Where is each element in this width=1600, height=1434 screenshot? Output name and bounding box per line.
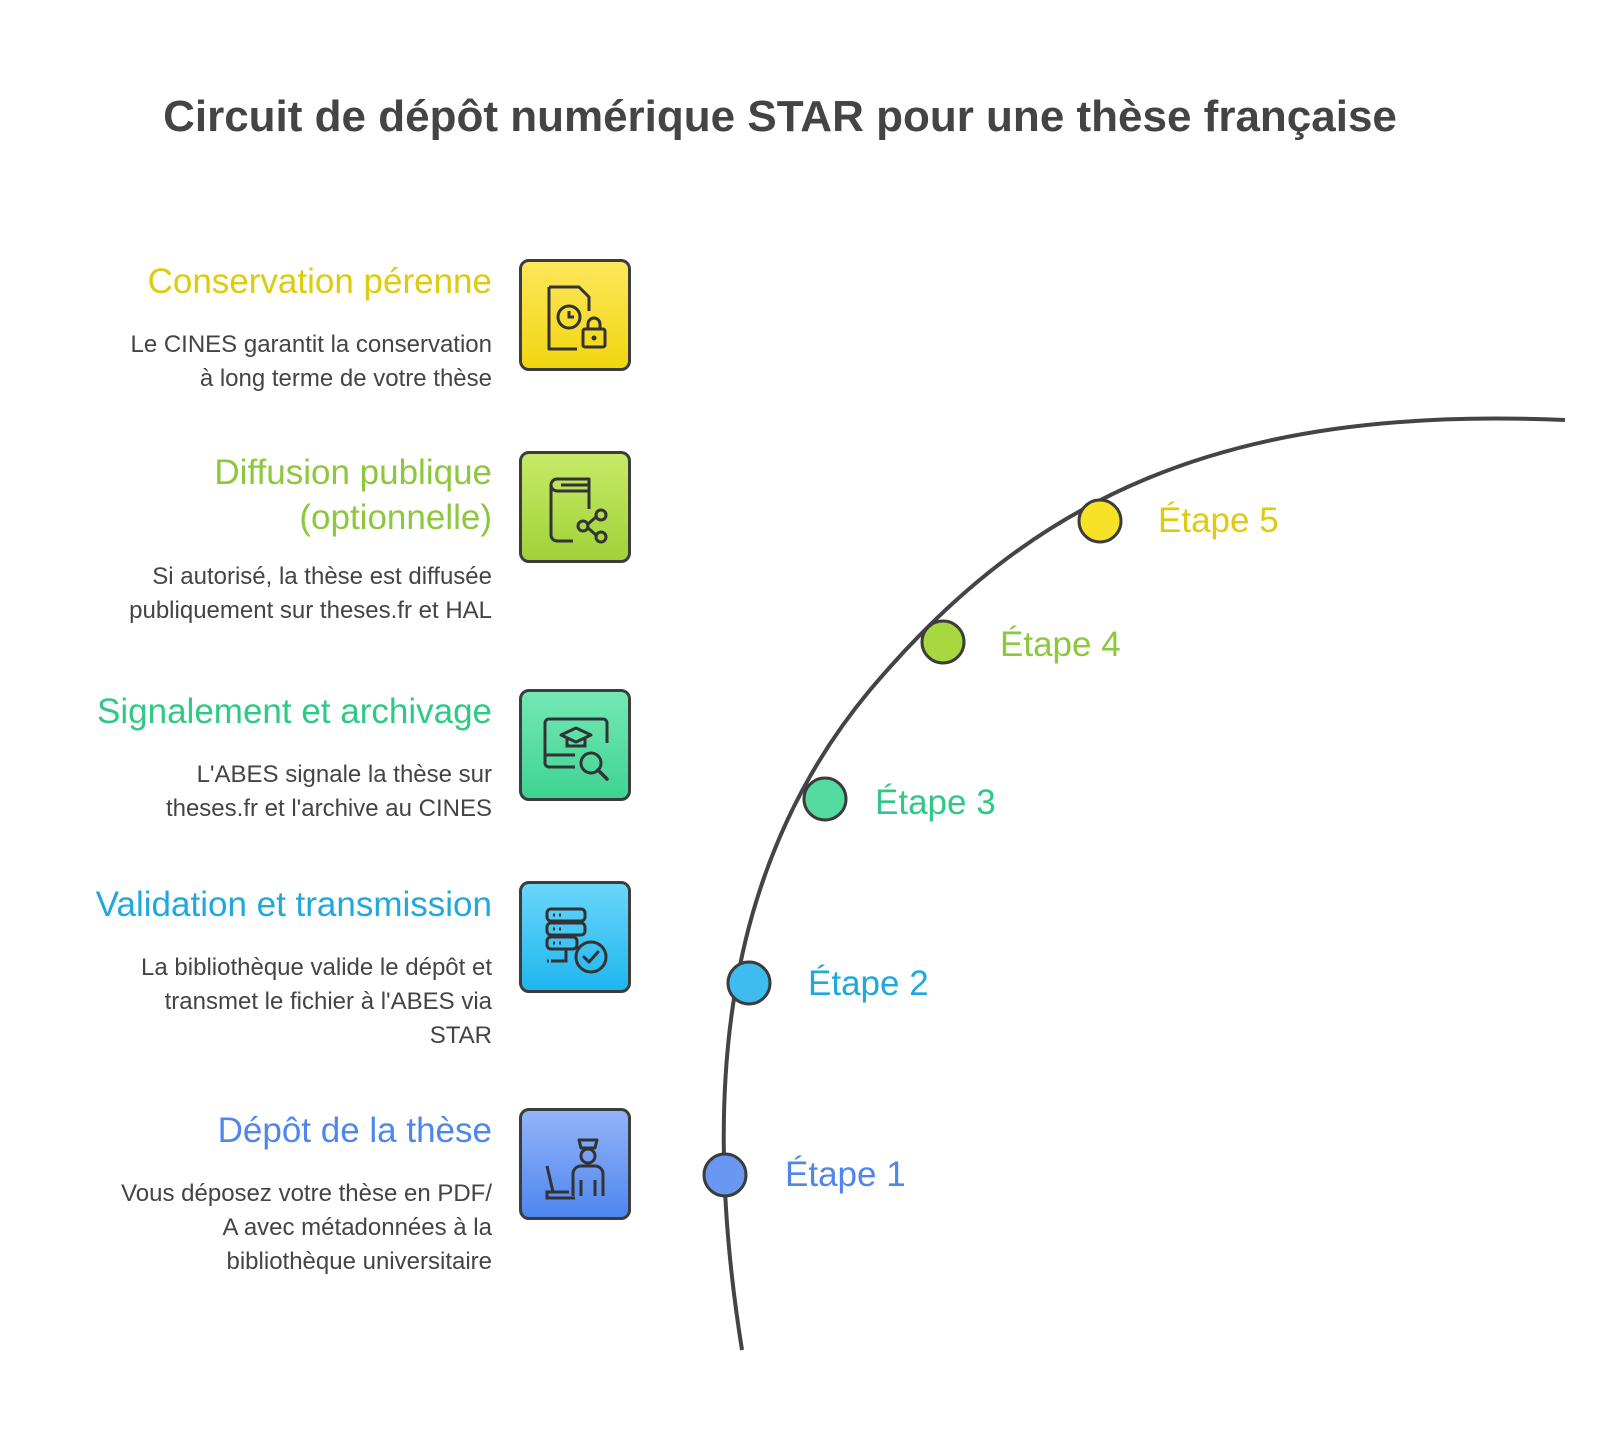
step-2-heading: Validation et transmission: [95, 885, 492, 924]
step-3-icon-box: [519, 689, 631, 801]
step-3-heading: Signalement et archivage: [97, 692, 492, 731]
arc-line: [721, 416, 1566, 1351]
step-1-marker: [702, 1152, 748, 1198]
step-1-icon-box: [519, 1108, 631, 1220]
person-at-desk-icon: [545, 1138, 605, 1200]
desc-line: à long terme de votre thèse: [199, 365, 492, 392]
step-1-description: Vous déposez votre thèse en PDF/ A avec …: [121, 1177, 492, 1279]
desc-line: A avec métadonnées à la: [222, 1214, 492, 1241]
step-4-icon-box: [519, 451, 631, 563]
heading-line: Diffusion publique: [214, 453, 492, 492]
desc-line: Vous déposez votre thèse en PDF/: [121, 1180, 492, 1207]
step-1-heading: Dépôt de la thèse: [217, 1111, 492, 1150]
step-5-label: Étape 5: [1158, 501, 1279, 540]
step-4-marker: [920, 619, 966, 665]
step-3-marker: [802, 776, 848, 822]
document-lock-icon: [547, 285, 607, 351]
step-4-heading: Diffusion publique (optionnelle): [214, 450, 492, 540]
server-check-icon: [545, 907, 608, 974]
book-share-icon: [549, 477, 608, 544]
step-5-description: Le CINES garantit la conservation à long…: [130, 328, 492, 396]
desc-line: L'ABES signale la thèse sur: [196, 761, 492, 788]
step-3-description: L'ABES signale la thèse sur theses.fr et…: [166, 758, 492, 826]
desc-line: transmet le fichier à l'ABES via: [164, 988, 492, 1015]
diagram-title: Circuit de dépôt numérique STAR pour une…: [163, 92, 1397, 141]
desc-line: theses.fr et l'archive au CINES: [165, 795, 492, 822]
step-4-description: Si autorisé, la thèse est diffusée publi…: [129, 560, 492, 628]
step-2-label: Étape 2: [808, 964, 929, 1003]
desc-line: publiquement sur theses.fr et HAL: [129, 597, 492, 624]
step-5-heading: Conservation pérenne: [147, 262, 492, 301]
graduation-search-icon: [543, 717, 609, 781]
step-3-label: Étape 3: [875, 783, 996, 822]
step-2-marker: [726, 960, 772, 1006]
step-5-marker: [1077, 498, 1123, 544]
step-2-icon-box: [519, 881, 631, 993]
step-5-icon-box: [519, 259, 631, 371]
desc-line: bibliothèque universitaire: [226, 1248, 493, 1275]
desc-line: STAR: [429, 1022, 492, 1049]
desc-line: Le CINES garantit la conservation: [130, 331, 492, 358]
desc-line: Si autorisé, la thèse est diffusée: [152, 563, 492, 590]
heading-line: (optionnelle): [299, 498, 492, 537]
step-4-label: Étape 4: [1000, 625, 1121, 664]
step-2-description: La bibliothèque valide le dépôt et trans…: [141, 951, 492, 1053]
step-1-label: Étape 1: [785, 1155, 906, 1194]
desc-line: La bibliothèque valide le dépôt et: [141, 954, 492, 981]
